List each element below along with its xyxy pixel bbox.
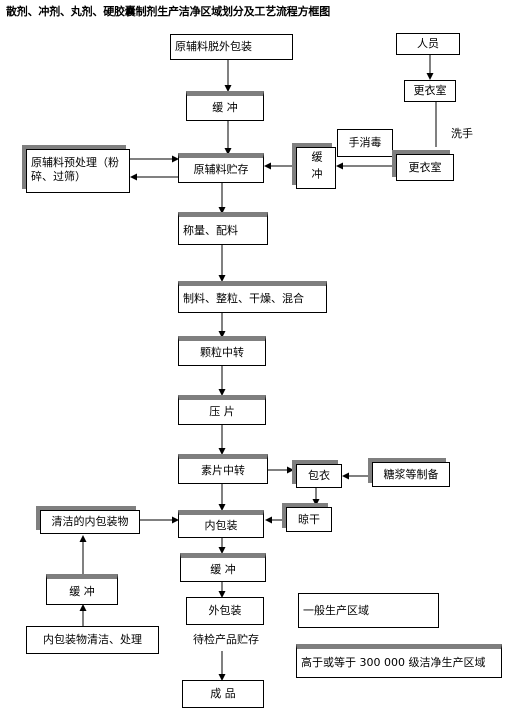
node-inspection-storage: 待检产品贮存 — [183, 628, 269, 651]
node-weighing: 称量、配料 — [178, 212, 268, 245]
node-granulation: 制料、整粒、干燥、混合 — [178, 281, 327, 313]
node-buffer-1: 缓 冲 — [186, 91, 264, 121]
node-buffer-4: 缓 冲 — [46, 574, 118, 605]
node-tableting: 压 片 — [178, 395, 266, 425]
node-clean-inner-pack: 清洁的内包装物 — [40, 510, 140, 534]
node-granule-transfer: 颗粒中转 — [178, 336, 266, 366]
legend-clean-area: 高于或等于 300 000 级洁净生产区域 — [296, 644, 502, 678]
node-hand-disinfect: 手消毒 — [337, 129, 393, 157]
node-unpack: 原辅料脱外包装 — [170, 34, 293, 60]
node-hand-wash: 洗手 — [438, 120, 486, 148]
node-drying: 晾干 — [286, 507, 332, 532]
diagram-title: 散剂、冲剂、丸剂、硬胶囊制剂生产洁净区域划分及工艺流程方框图 — [6, 5, 330, 18]
node-syrup-prep: 糖浆等制备 — [372, 462, 450, 487]
node-changing-room-2: 更衣室 — [396, 154, 454, 181]
node-pack-cleaning: 内包装物清洁、处理 — [26, 626, 159, 654]
legend-general-area: 一般生产区域 — [298, 593, 439, 628]
node-finished-product: 成 品 — [182, 680, 264, 708]
node-personnel: 人员 — [396, 33, 460, 55]
node-changing-room-1: 更衣室 — [404, 80, 456, 102]
node-buffer-2: 缓冲 — [296, 147, 336, 189]
node-outer-packaging: 外包装 — [186, 597, 264, 625]
node-buffer-3: 缓 冲 — [180, 553, 266, 582]
node-pretreatment: 原辅料预处理（粉碎、过筛） — [26, 149, 130, 193]
node-inner-packaging: 内包装 — [178, 510, 264, 538]
node-coating: 包衣 — [296, 464, 342, 488]
node-tablet-transfer: 素片中转 — [178, 454, 268, 484]
node-material-storage: 原辅料贮存 — [178, 153, 264, 183]
